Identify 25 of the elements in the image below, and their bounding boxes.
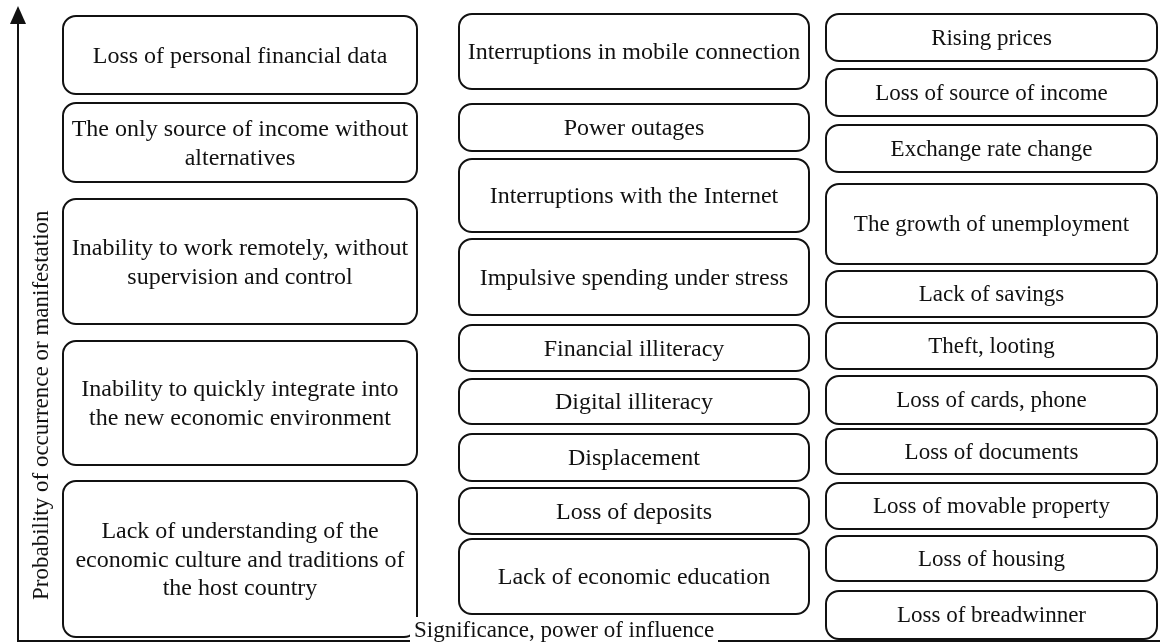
risk-box: Displacement [458,433,810,482]
risk-box: The only source of income without alternatives [62,102,418,183]
axis-label: Significance, power of influence [410,617,719,643]
risk-box: Loss of personal financial data [62,15,418,95]
risk-box: Theft, looting [825,322,1158,370]
risk-box: Digital illiteracy [458,378,810,425]
risk-box: Inability to quickly integrate into the new economic environment [62,340,418,466]
risk-box: Exchange rate change [825,124,1158,173]
risk-box: The growth of unemployment [825,183,1158,265]
risk-box: Power outages [458,103,810,152]
risk-box: Interruptions in mobile connection [458,13,810,90]
risk-box: Loss of movable property [825,482,1158,530]
risk-box: Loss of breadwinner [825,590,1158,640]
risk-box: Financial illiteracy [458,324,810,372]
risk-box: Loss of housing [825,535,1158,582]
risk-box: Loss of source of income [825,68,1158,117]
risk-box: Loss of deposits [458,487,810,535]
risk-box: Impulsive spending under stress [458,238,810,316]
risk-box: Lack of economic education [458,538,810,615]
risk-box: Lack of savings [825,270,1158,318]
risk-box: Loss of documents [825,428,1158,475]
risk-box: Inability to work remotely, without supervision and control [62,198,418,325]
risk-box: Interruptions with the Internet [458,158,810,233]
risk-box: Rising prices [825,13,1158,62]
risk-box: Loss of cards, phone [825,375,1158,425]
